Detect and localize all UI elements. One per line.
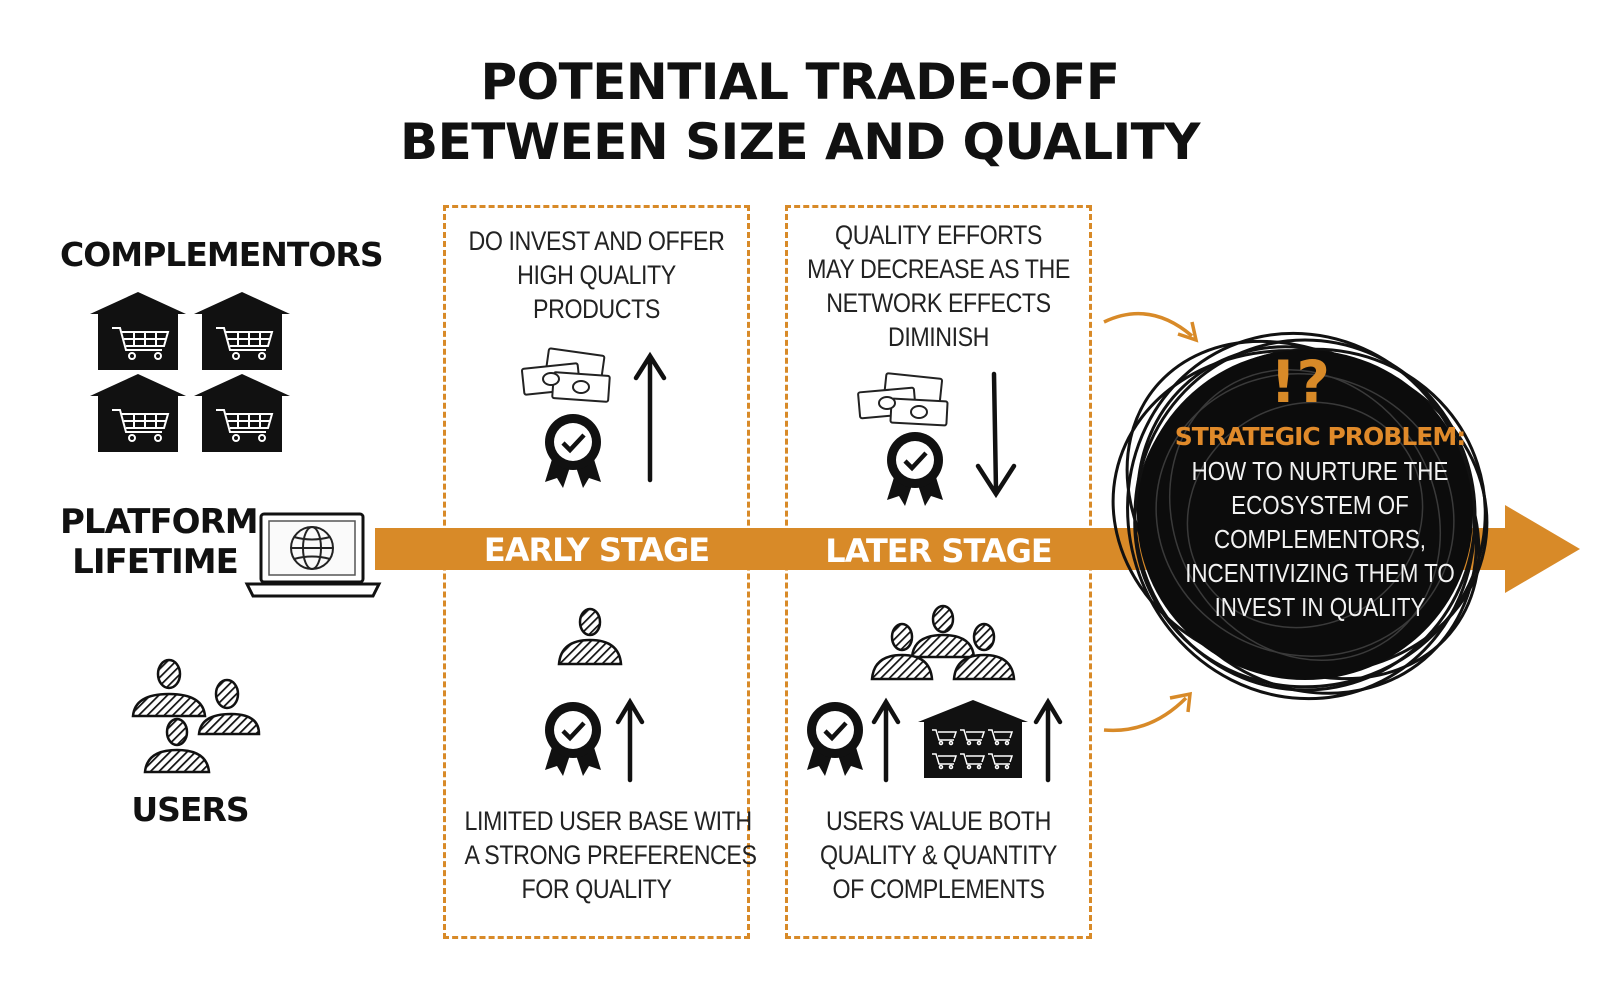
early-bottom-line-2: A STRONG PREFERENCES <box>464 840 757 870</box>
early-bottom-text: LIMITED USER BASE WITH A STRONG PREFEREN… <box>443 804 757 906</box>
early-top-text: DO INVEST AND OFFER HIGH QUALITY PRODUCT… <box>443 224 750 326</box>
later-top-text: QUALITY EFFORTS MAY DECREASE AS THE NETW… <box>785 218 1092 354</box>
later-arrow-down-icon <box>975 371 1017 499</box>
complementors-label: COMPLEMENTORS <box>60 235 384 274</box>
diagram-title: POTENTIAL TRADE-OFF BETWEEN SIZE AND QUA… <box>0 52 1600 172</box>
early-top-line-3: PRODUCTS <box>533 294 660 324</box>
early-money-icon <box>520 347 611 403</box>
later-money-icon <box>857 372 949 427</box>
title-line-1: POTENTIAL TRADE-OFF <box>480 53 1120 111</box>
later-users-group-icon <box>870 604 1016 681</box>
early-bottom-arrow-up-icon <box>615 697 645 783</box>
early-bottom-line-1: LIMITED USER BASE WITH <box>464 806 752 836</box>
strategic-problem-text: STRATEGIC PROBLEM: HOW TO NURTURE THE EC… <box>1150 420 1490 624</box>
users-group-icon <box>131 658 261 774</box>
later-quality-arrow-up-icon <box>871 697 901 783</box>
later-bottom-line-3: OF COMPLEMENTS <box>832 874 1045 904</box>
early-quality-badge-icon <box>545 414 601 488</box>
later-stage-panel <box>785 205 1092 939</box>
later-quality-badge-icon <box>887 432 943 506</box>
early-top-line-1: DO INVEST AND OFFER <box>468 226 725 256</box>
laptop-globe-icon <box>244 512 382 598</box>
later-stage-label: LATER STAGE <box>825 532 1052 570</box>
platform-lifetime-label: PLATFORM LIFETIME <box>60 502 259 582</box>
early-arrow-up-icon <box>633 351 667 483</box>
later-top-line-4: DIMINISH <box>887 322 990 352</box>
bottom-curved-arrow <box>1103 691 1193 733</box>
store-icon <box>193 373 291 453</box>
later-bottom-line-1: USERS VALUE BOTH <box>826 806 1051 836</box>
problem-line-5: INVEST IN QUALITY <box>1214 592 1426 622</box>
later-quantity-arrow-up-icon <box>1033 697 1063 783</box>
later-bottom-line-2: QUALITY & QUANTITY <box>820 840 1057 870</box>
complementor-stores <box>89 291 291 453</box>
later-stores-icon <box>918 700 1028 778</box>
problem-line-3: COMPLEMENTORS, <box>1213 524 1427 554</box>
early-user-icon <box>557 607 623 666</box>
store-icon <box>193 291 291 371</box>
early-bottom-line-3: FOR QUALITY <box>521 874 672 904</box>
users-label: USERS <box>131 790 249 829</box>
problem-symbol: !? <box>1269 348 1331 416</box>
top-curved-arrow <box>1103 311 1199 343</box>
later-bottom-quality-badge-icon <box>807 702 863 776</box>
later-bottom-text: USERS VALUE BOTH QUALITY & QUANTITY OF C… <box>785 804 1092 906</box>
platform-label-line-1: PLATFORM <box>60 502 259 542</box>
early-stage-label: EARLY STAGE <box>483 531 710 569</box>
timeline-arrowhead <box>1505 505 1580 593</box>
later-top-line-2: MAY DECREASE AS THE <box>807 254 1070 284</box>
title-line-2: BETWEEN SIZE AND QUALITY <box>399 113 1201 171</box>
store-icon <box>89 291 187 371</box>
early-bottom-quality-badge-icon <box>545 702 601 776</box>
problem-heading: STRATEGIC PROBLEM: <box>1174 422 1466 451</box>
problem-line-2: ECOSYSTEM OF <box>1231 490 1409 520</box>
early-stage-panel <box>443 205 750 939</box>
store-icon <box>89 373 187 453</box>
problem-line-4: INCENTIVIZING THEM TO <box>1185 558 1455 588</box>
later-top-line-1: QUALITY EFFORTS <box>835 220 1042 250</box>
early-top-line-2: HIGH QUALITY <box>517 260 676 290</box>
later-top-line-3: NETWORK EFFECTS <box>826 288 1051 318</box>
problem-line-1: HOW TO NURTURE THE <box>1191 456 1449 486</box>
strategic-problem-blob <box>1111 331 1489 701</box>
platform-label-line-2: LIFETIME <box>72 542 239 582</box>
